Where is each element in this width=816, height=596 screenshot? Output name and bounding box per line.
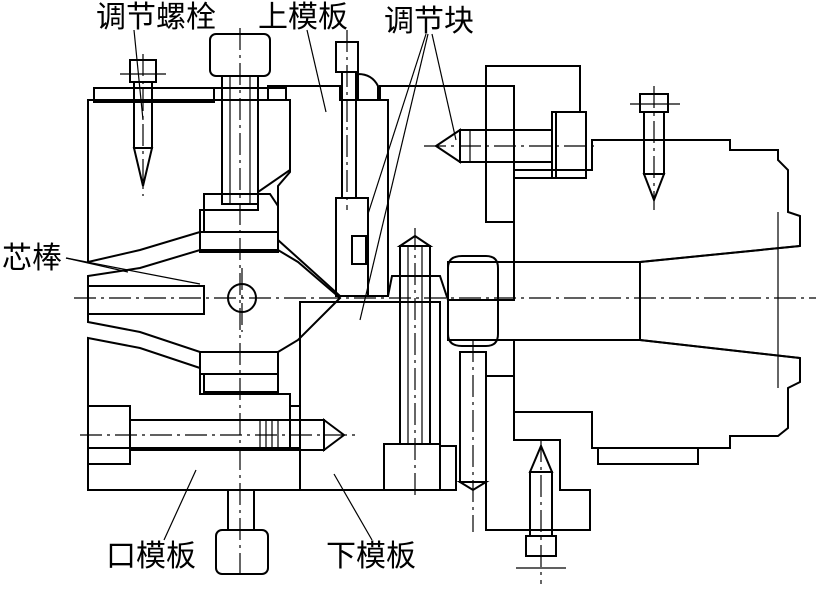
labels: 调节螺栓 上模板 调节块 芯棒 口模板 下模板 — [2, 0, 474, 574]
label-adjusting-bolt: 调节螺栓 — [96, 0, 216, 35]
right-horizontal-bolt — [434, 111, 587, 179]
right-bottom-screw — [516, 443, 566, 569]
right-top-screw — [630, 93, 680, 203]
lower-die-plate — [87, 301, 457, 491]
label-upper-die-plate: 上模板 — [258, 0, 348, 35]
center-vertical-bolt — [383, 234, 441, 491]
adjusting-block — [335, 41, 379, 297]
label-core-rod: 芯棒 — [2, 241, 62, 276]
label-lower-die-plate: 下模板 — [326, 539, 416, 574]
flow-channel — [447, 212, 801, 388]
centerlines — [74, 28, 816, 584]
bottom-bolt — [215, 489, 269, 575]
core-rod — [87, 193, 342, 393]
label-die-lip-plate: 口模板 — [106, 539, 196, 574]
leader-lines — [65, 29, 457, 541]
label-adjusting-block: 调节块 — [384, 4, 474, 39]
